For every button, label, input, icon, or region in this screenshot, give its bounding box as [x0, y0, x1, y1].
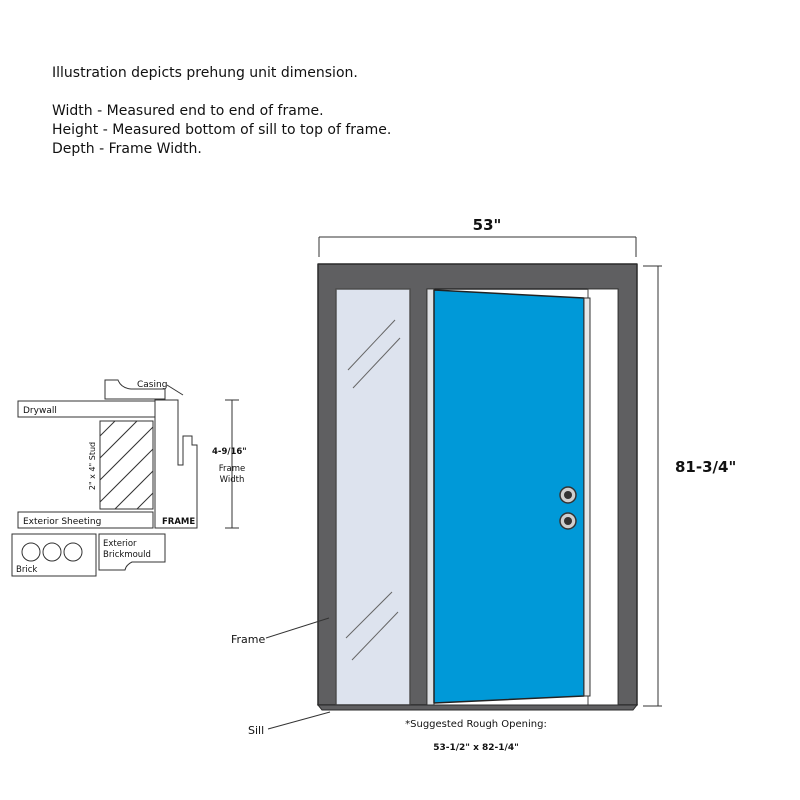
frame-width-label-2: Width — [220, 475, 245, 485]
section-labels: Casing Drywall 2" x 4" Stud 4-9/16" Fram… — [16, 380, 247, 575]
frame-section-detail — [11, 379, 239, 577]
stud-label: 2" x 4" Stud — [88, 442, 97, 490]
depth-value-label: 4-9/16" — [212, 447, 247, 457]
width-dimension: 53" — [318, 216, 637, 257]
sidelite-glass — [335, 288, 411, 706]
rough-opening-value: 53-1/2" x 82-1/4" — [433, 743, 519, 753]
height-label: 81-3/4" — [675, 458, 736, 476]
brickmould-label-1: Exterior — [103, 539, 137, 549]
stud-piece — [99, 420, 154, 510]
frame-label: FRAME — [162, 517, 195, 527]
brick-hole-icon — [21, 542, 41, 562]
frame-jamb-profile — [154, 399, 198, 529]
glass-reflection-top — [347, 319, 401, 389]
casing-piece — [104, 379, 166, 400]
frame-callout-label: Frame — [231, 633, 266, 646]
glass-reflection-bottom — [345, 591, 399, 661]
frame-callout: Frame — [231, 617, 330, 646]
sill-callout: Sill — [248, 711, 331, 737]
brick-label: Brick — [16, 565, 37, 575]
exterior-sheeting-piece — [17, 511, 154, 529]
door-edge — [583, 297, 591, 697]
frame-width-label-1: Frame — [219, 464, 245, 474]
height-dimension: 81-3/4" — [643, 265, 736, 707]
brickmould-label-2: Brickmould — [103, 550, 151, 560]
intro-line-3: Height - Measured bottom of sill to top … — [52, 122, 392, 138]
stud-hatch — [99, 420, 154, 510]
brick-hole-icon — [42, 542, 62, 562]
rough-opening-label: *Suggested Rough Opening: — [405, 719, 547, 730]
intro-line-2: Width - Measured end to end of frame. — [52, 103, 324, 119]
door-opening-gap — [587, 288, 619, 706]
deadbolt-icon — [559, 512, 577, 530]
door-unit — [316, 263, 639, 711]
casing-label: Casing — [137, 380, 167, 390]
brick-hole-icon — [63, 542, 83, 562]
intro-text: Illustration depicts prehung unit dimens… — [52, 64, 612, 159]
hinge-jamb — [426, 288, 435, 706]
brickmould-piece — [98, 533, 166, 571]
sill-callout-label: Sill — [248, 724, 264, 737]
drywall-label: Drywall — [23, 406, 57, 416]
width-label: 53" — [473, 216, 502, 234]
exterior-sheeting-label: Exterior Sheeting — [23, 517, 101, 527]
door-handle-icon — [559, 486, 577, 504]
door-sill — [316, 704, 639, 711]
intro-line-1: Illustration depicts prehung unit dimens… — [52, 65, 358, 81]
intro-line-4: Depth - Frame Width. — [52, 141, 202, 157]
